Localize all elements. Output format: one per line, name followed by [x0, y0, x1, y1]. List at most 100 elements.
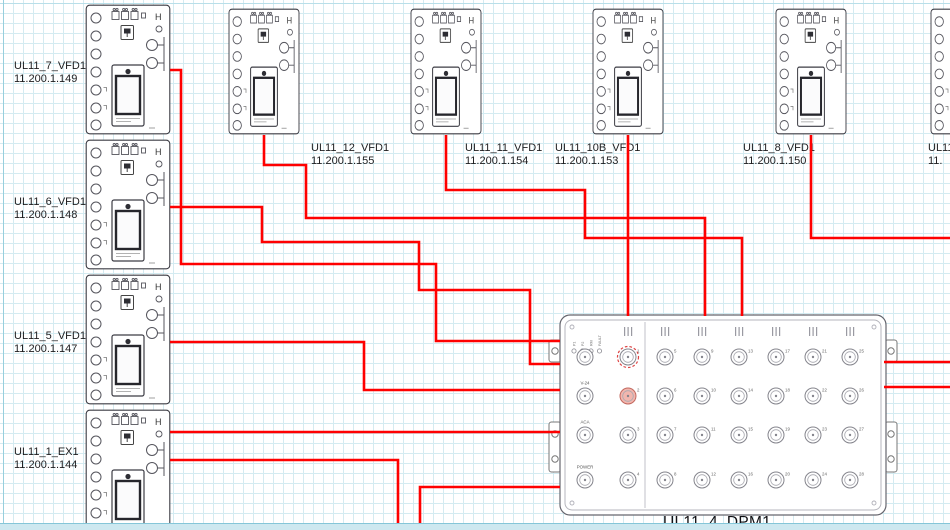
dpm-column-tick — [664, 327, 666, 336]
dpm-port-number: 8 — [674, 472, 677, 477]
device-ul11-10b-vfd1[interactable] — [592, 8, 664, 135]
dpm-column-tick — [624, 327, 626, 336]
dpm-port-number: 24 — [822, 472, 827, 477]
dpm-column-tick — [812, 327, 814, 336]
dpm-port-26[interactable]: 26 — [841, 387, 864, 405]
dpm-column-tick — [705, 327, 707, 336]
device-label-ul11-7-vfd1: UL11_7_VFD1 11.200.1.149 — [14, 60, 86, 85]
dpm-port-16[interactable]: 16 — [730, 471, 753, 489]
dpm-port-number: 9 — [711, 349, 714, 354]
dpm-port-5[interactable]: 5 — [656, 348, 677, 366]
dpm-port-power[interactable]: POWER — [576, 465, 594, 489]
device-ul11-7-vfd1[interactable] — [85, 4, 171, 135]
device-label-ul11-12-vfd1: UL11_12_VFD1 11.200.1.155 — [311, 142, 389, 167]
device-ul11-5-vfd1[interactable] — [85, 274, 171, 405]
device-ul11-1-ex1[interactable] — [85, 409, 171, 530]
dpm-port-7[interactable]: 7 — [656, 426, 677, 444]
dpm-port-number: 5 — [674, 349, 677, 354]
dpm-port-number: 15 — [748, 427, 753, 432]
dpm-port-number: 12 — [711, 472, 716, 477]
dpm-port-service[interactable] — [576, 348, 594, 366]
dpm-body — [559, 314, 887, 516]
dpm-column-tick — [772, 327, 774, 336]
device-ul11-11-vfd1[interactable] — [410, 8, 482, 135]
dpm-column-tick — [738, 327, 740, 336]
device-ip: 11.200.1.147 — [14, 342, 78, 355]
dpm-port-number: 3 — [637, 427, 640, 432]
dpm-port-number: 13 — [748, 349, 753, 354]
dpm-led-fault — [597, 348, 603, 354]
device-name: UL11_8_VFD1 — [743, 142, 815, 154]
connection-wire[interactable] — [170, 458, 400, 530]
dpm-port-25[interactable]: 25 — [841, 348, 864, 366]
dpm-port-9[interactable]: 9 — [693, 348, 714, 366]
device-name: UL11_7_VFD1 — [14, 60, 86, 72]
dpm-port-number: 11 — [711, 427, 716, 432]
dpm-port-2[interactable]: 2 — [619, 387, 640, 405]
device-label-ul11-10b-vfd1: UL11_10B_VFD1 11.200.1.153 — [555, 142, 640, 167]
dpm-port-22[interactable]: 22 — [804, 387, 827, 405]
dpm-port-number: 28 — [859, 472, 864, 477]
dpm-port-number: 17 — [785, 349, 790, 354]
dpm-port-10[interactable]: 10 — [693, 387, 716, 405]
dpm-column-tick — [846, 327, 848, 336]
device-name: UL11_5_VFD1 — [14, 330, 86, 342]
dpm-port-28[interactable]: 28 — [841, 471, 864, 489]
dpm-port-23[interactable]: 23 — [804, 426, 827, 444]
device-name: UL11_10B_VFD1 — [555, 142, 641, 154]
canvas-bottom-edge — [0, 523, 950, 530]
device-ul11-6-vfd1[interactable] — [85, 139, 171, 270]
dpm-port-19[interactable]: 19 — [767, 426, 790, 444]
dpm-port-24[interactable]: 24 — [804, 471, 827, 489]
dpm-port-number: 25 — [859, 349, 864, 354]
device-name: UL11 — [928, 142, 950, 154]
device-ul11-12-vfd1[interactable] — [228, 8, 300, 135]
canvas-top-edge — [0, 3, 950, 4]
dpm-port-20[interactable]: 20 — [767, 471, 790, 489]
dpm-port-number: 2 — [637, 388, 640, 393]
dpm-port-number: 23 — [822, 427, 827, 432]
dpm-port-1[interactable]: 1 — [616, 345, 641, 369]
dpm-column-tick — [661, 327, 663, 336]
dpm-port-14[interactable]: 14 — [730, 387, 753, 405]
dpm-port-number: 16 — [748, 472, 753, 477]
device-ul11-8-vfd1[interactable] — [775, 8, 847, 135]
device-ip: 11.200.1.144 — [14, 458, 78, 471]
dpm-column-tick — [816, 327, 818, 336]
dpm-port-grid: V-24ACAPOWER1234567891011121314151617181… — [576, 327, 864, 489]
dpm-port-12[interactable]: 12 — [693, 471, 716, 489]
connection-wire[interactable] — [170, 205, 560, 366]
dpm-port-3[interactable]: 3 — [619, 426, 640, 444]
device-ip: 11.200.1.149 — [14, 72, 78, 85]
device-ip: 11.200.1.148 — [14, 208, 78, 221]
dpm-port-15[interactable]: 15 — [730, 426, 753, 444]
dpm-port-label: V-24 — [580, 381, 590, 386]
dpm-led-label: FAULT — [598, 334, 602, 346]
dpm-port-17[interactable]: 17 — [767, 348, 790, 366]
dpm-port-6[interactable]: 6 — [656, 387, 677, 405]
dpm-port-number: 20 — [785, 472, 790, 477]
dpm-port-number: 19 — [785, 427, 790, 432]
dpm-port-21[interactable]: 21 — [804, 348, 827, 366]
dpm-port-label: ACA — [580, 420, 589, 425]
dpm-led-label: P1 — [572, 342, 576, 346]
dpm-port-18[interactable]: 18 — [767, 387, 790, 405]
dpm-port-27[interactable]: 27 — [841, 426, 864, 444]
dpm-port-4[interactable]: 4 — [619, 471, 640, 489]
dpm-port-8[interactable]: 8 — [656, 471, 677, 489]
dpm-port-11[interactable]: 11 — [693, 426, 716, 444]
device-ip: 11.200.1.154 — [465, 154, 529, 167]
dpm-port-aca[interactable]: ACA — [576, 420, 594, 444]
connection-wire[interactable] — [170, 340, 560, 392]
device-label-ul11-8-vfd1: UL11_8_VFD1 11.200.1.150 — [743, 142, 815, 167]
device-name: UL11_1_EX1 — [14, 446, 79, 458]
device-ul11-right-partial[interactable] — [930, 8, 950, 135]
dpm-port-number: 10 — [711, 388, 716, 393]
dpm-port-v-24[interactable]: V-24 — [576, 381, 594, 405]
dpm-port-13[interactable]: 13 — [730, 348, 753, 366]
dpm-column-tick — [742, 327, 744, 336]
dpm-led-p1 — [571, 348, 577, 354]
dpm-column-tick — [627, 327, 629, 336]
